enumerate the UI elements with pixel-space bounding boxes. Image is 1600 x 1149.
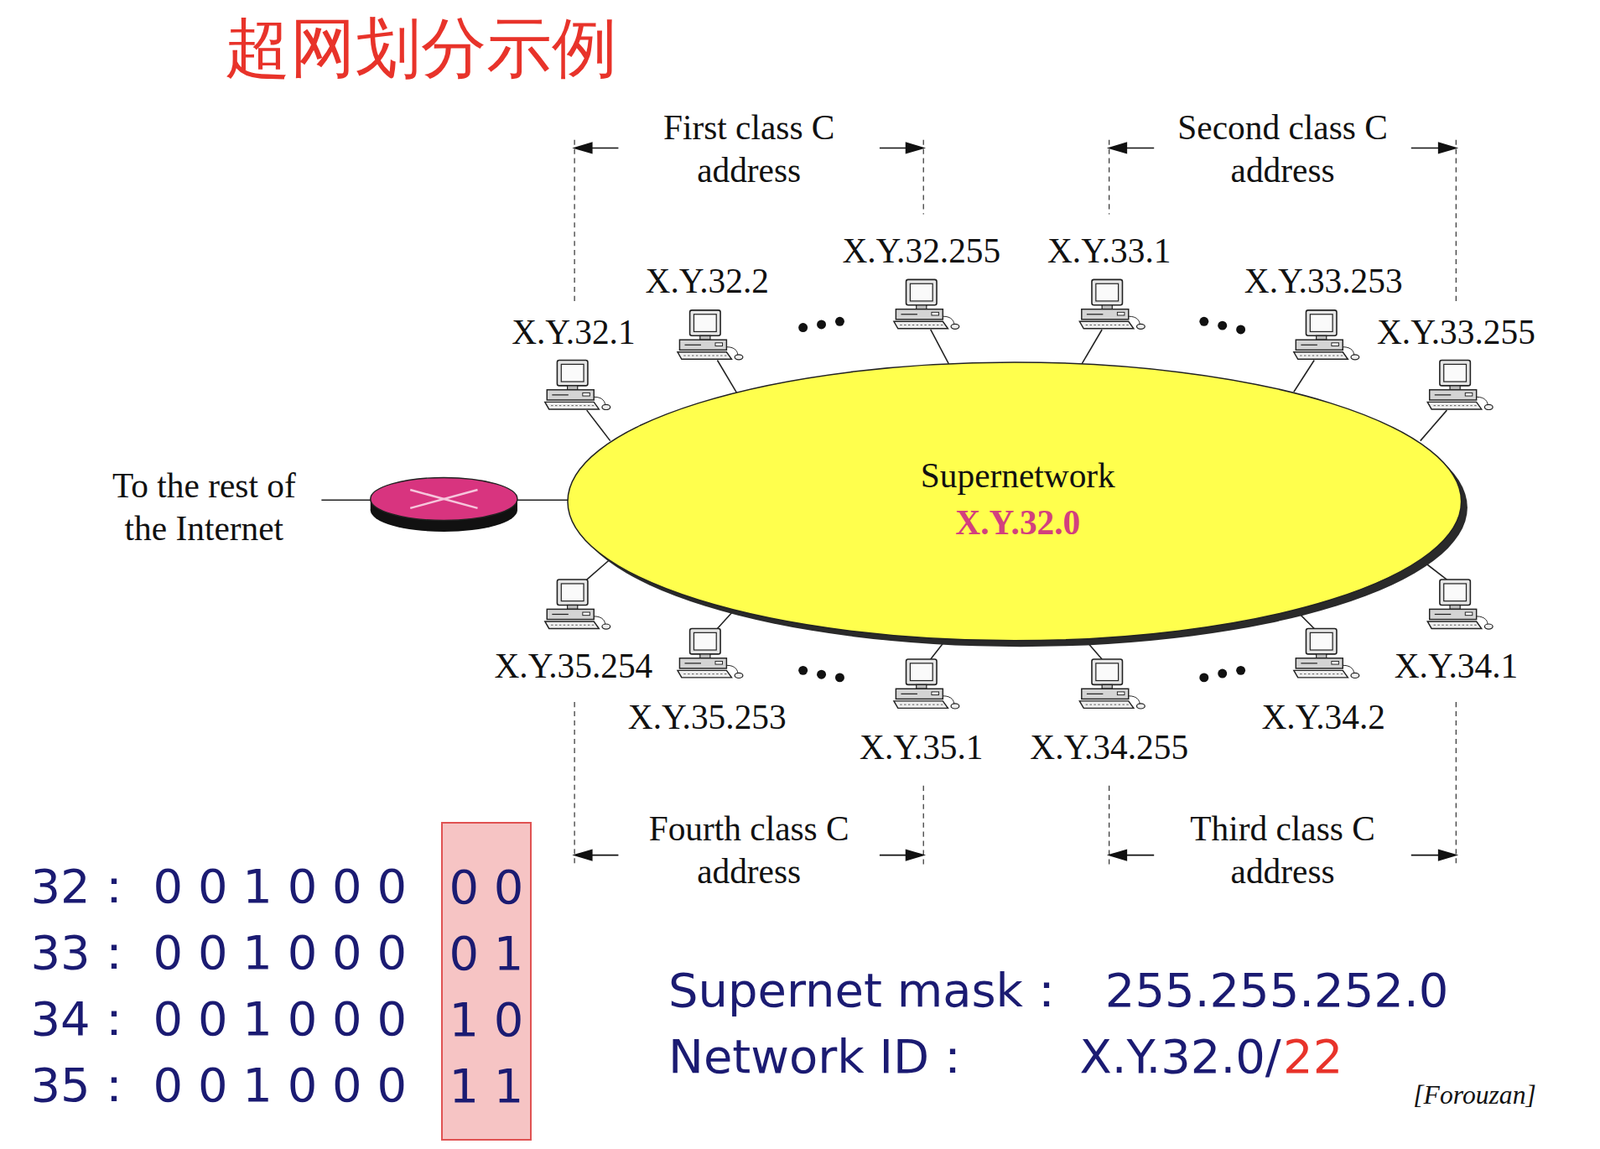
host-address-label: X.Y.32.255 — [841, 230, 1001, 273]
node-text: X.Y.32.0 — [955, 499, 1081, 547]
bit-string: 0 0 1 0 0 0 — [153, 985, 408, 1052]
host-address-label: X.Y.35.253 — [628, 696, 787, 739]
host-address-label: X.Y.35.1 — [859, 727, 983, 769]
computer-icon — [1293, 310, 1360, 360]
field-value: 255.255.252.0 — [1105, 961, 1449, 1019]
bracket-label: Fourth class C address — [626, 807, 872, 894]
computer-icon — [1427, 359, 1493, 410]
bracket-label: Second class C address — [1160, 106, 1406, 193]
host-address-label: X.Y.34.2 — [1262, 696, 1386, 739]
prefix-length: 22 — [1283, 1028, 1343, 1085]
row-number: 35： — [31, 1051, 138, 1118]
row-number: 32： — [31, 852, 138, 920]
router-symbol — [370, 477, 518, 531]
node-text: Supernetwork — [920, 452, 1116, 500]
computer-icon — [545, 359, 611, 410]
computer-icon — [1079, 279, 1145, 329]
bit-string: 0 0 1 0 0 0 — [153, 1051, 408, 1118]
bracket-label: First class C address — [626, 106, 872, 193]
node-text: 1 1 — [448, 1052, 524, 1119]
row-number: 33： — [31, 919, 138, 986]
host-address-label: X.Y.32.2 — [645, 260, 769, 303]
host-address-label: X.Y.32.1 — [511, 311, 635, 354]
page-title: 超网划分示例 — [224, 10, 618, 89]
node-text-group: SupernetworkX.Y.32.0 — [566, 452, 1470, 547]
host-address-label: X.Y.33.253 — [1244, 260, 1403, 303]
bit-string: 0 0 1 0 0 0 — [153, 852, 408, 920]
supernetwork-ellipse: SupernetworkX.Y.32.0 — [566, 360, 1470, 649]
host-address-label: X.Y.34.255 — [1029, 727, 1189, 769]
field-name: Network ID： — [668, 1028, 977, 1085]
computer-icon — [545, 579, 611, 629]
field-value: X.Y.32.0/ — [1079, 1028, 1281, 1085]
citation: [Forouzan] — [1412, 1079, 1536, 1112]
computer-icon — [677, 628, 743, 678]
ellipse-body — [567, 362, 1462, 641]
highlight-box: 0 00 11 01 1 — [441, 821, 532, 1142]
bracket-label: Third class C address — [1160, 807, 1406, 894]
field-name: Supernet mask： — [668, 961, 1071, 1019]
host-address-label: X.Y.34.1 — [1394, 645, 1518, 688]
computer-icon — [893, 659, 960, 709]
computer-icon — [1427, 579, 1493, 629]
computer-icon — [1293, 628, 1360, 678]
node-text: 0 0 — [448, 853, 524, 920]
computer-icons — [545, 279, 1493, 709]
computer-icon — [893, 279, 960, 329]
bit-string: 0 0 1 0 0 0 — [153, 919, 408, 986]
host-address-label: X.Y.33.1 — [1047, 230, 1171, 273]
computer-icon — [1079, 659, 1145, 709]
node-text: 1 0 — [448, 986, 524, 1053]
host-address-label: X.Y.33.255 — [1376, 311, 1536, 354]
host-address-label: X.Y.35.254 — [493, 645, 653, 688]
row-number: 34： — [31, 985, 138, 1052]
internet-label: To the rest of the Internet — [99, 464, 309, 551]
node-text: 0 1 — [448, 919, 524, 987]
computer-icon — [677, 310, 743, 360]
node-text-group: 0 00 11 01 1 — [442, 853, 530, 1119]
